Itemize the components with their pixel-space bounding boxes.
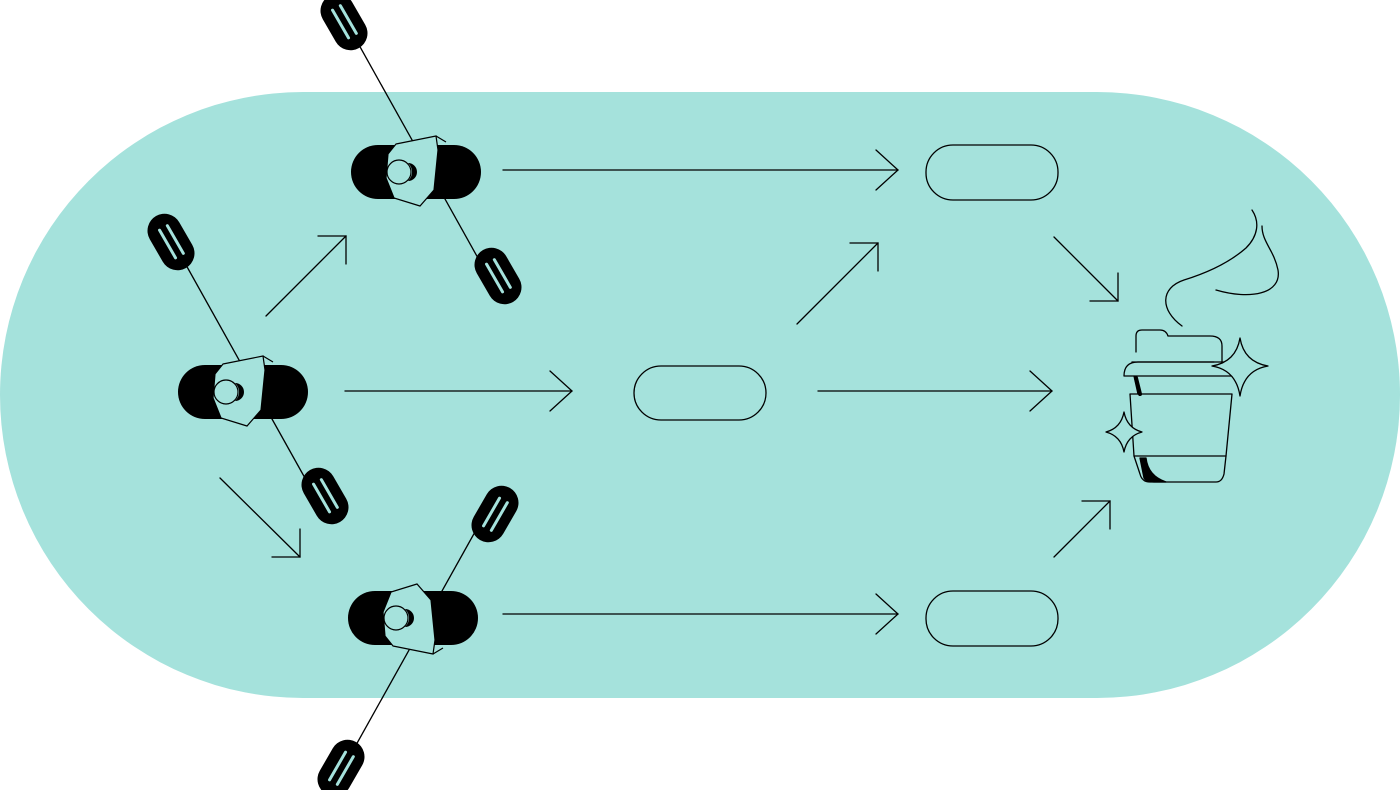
diagram-canvas: [0, 0, 1400, 790]
flow-diagram: [0, 0, 1400, 790]
